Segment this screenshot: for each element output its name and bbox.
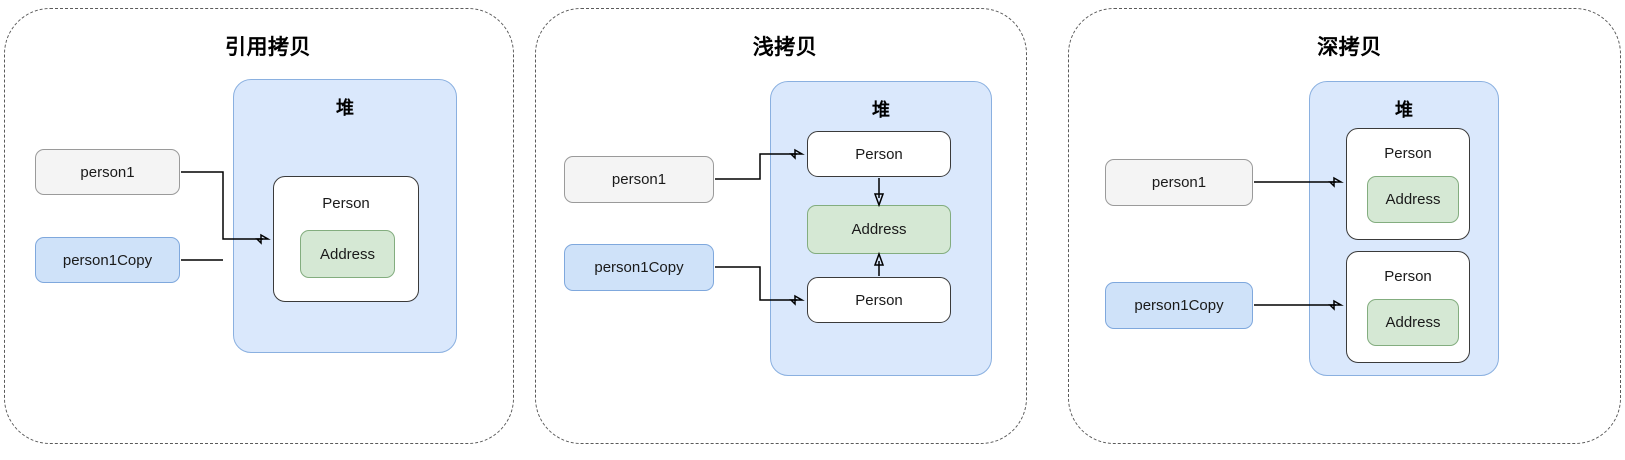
variable-person1[interactable]: person1 [35,149,180,195]
panel-reference-copy: 引用拷贝 堆 person1 person1Copy Person Addres… [4,8,514,444]
heap-label: 堆 [872,100,890,120]
heap-label: 堆 [1395,100,1413,120]
panel-deep-copy: 深拷贝 堆 person1 person1Copy Person Address… [1068,8,1621,444]
panel-title-shallow-copy: 浅拷贝 [752,36,818,59]
address-object: Address [1367,176,1459,223]
person-label: Person [1384,268,1432,285]
panel-title-reference-copy: 引用拷贝 [225,36,311,59]
person-object-original: Person Address [1346,128,1470,240]
variable-person1copy[interactable]: person1Copy [35,237,180,283]
address-object: Address [300,230,395,278]
person-label: Person [1384,145,1432,162]
variable-person1[interactable]: person1 [564,156,714,203]
variable-person1copy[interactable]: person1Copy [1105,282,1253,329]
person-label: Person [322,195,370,212]
variable-person1[interactable]: person1 [1105,159,1253,206]
person-object: Person Address [273,176,419,302]
heap-label: 堆 [336,98,354,118]
person-object-original: Person [807,131,951,177]
panel-shallow-copy: 浅拷贝 堆 person1 person1Copy Person Address… [535,8,1027,444]
address-object-shared: Address [807,205,951,254]
person-object-copy: Person Address [1346,251,1470,363]
address-object: Address [1367,299,1459,346]
panel-title-deep-copy: 深拷贝 [1317,36,1382,59]
variable-person1copy[interactable]: person1Copy [564,244,714,291]
person-object-copy: Person [807,277,951,323]
